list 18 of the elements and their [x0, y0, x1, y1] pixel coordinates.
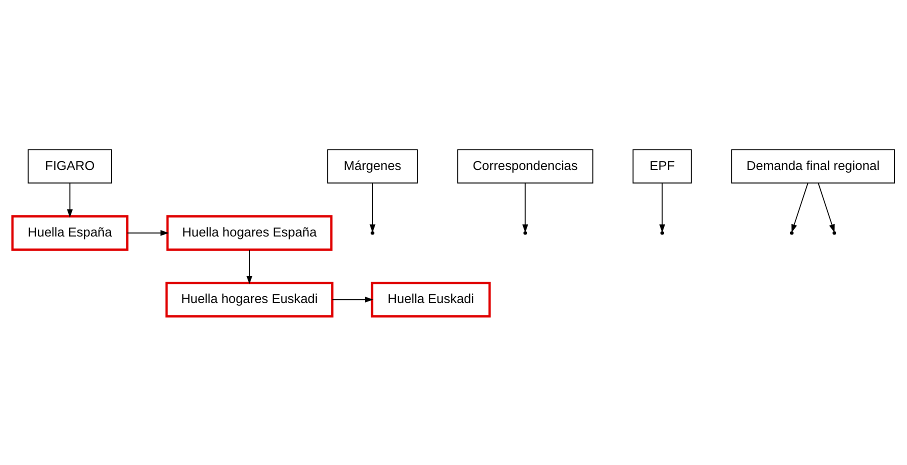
- arrow: [659, 182, 666, 232]
- arrow: [791, 182, 808, 232]
- arrow: [246, 248, 252, 284]
- arrow: [818, 182, 835, 232]
- arrow: [370, 182, 376, 232]
- arrow: [522, 182, 528, 232]
- node-box: Huella hogares España: [166, 214, 332, 250]
- node-box: FIGARO: [28, 148, 112, 183]
- node-box: Correspondencias: [457, 148, 594, 183]
- node-box: Huella hogares Euskadi: [165, 281, 334, 317]
- arrow: [66, 182, 73, 218]
- node-box: Demanda final regional: [731, 148, 895, 183]
- node-box: EPF: [632, 148, 692, 183]
- node-box: Márgenes: [327, 148, 418, 183]
- arrow: [332, 296, 374, 302]
- arrow: [126, 230, 169, 236]
- node-box: Huella España: [11, 214, 128, 250]
- node-box: Huella Euskadi: [370, 281, 491, 317]
